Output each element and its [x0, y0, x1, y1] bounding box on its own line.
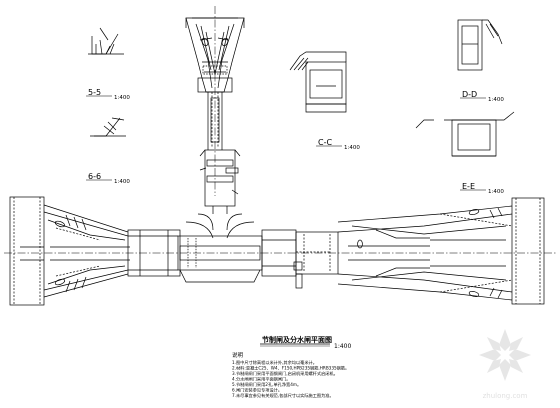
note-item: 2.材料:混凝土C25、W4、F150,HPB235钢筋,HRB335钢筋。 — [232, 365, 349, 372]
section-d-d-label: D-D — [462, 90, 477, 99]
notes-heading: 说明 — [232, 351, 244, 359]
main-gate-structure — [127, 229, 330, 289]
section-6-6-drawing — [90, 117, 126, 137]
note-item: 7.未尽事宜参见有关规范,各部尺寸以实际施工图为准。 — [232, 392, 334, 399]
note-item: 6.闸门安装参见专项设计。 — [232, 387, 282, 394]
section-6-6-scale: 1:400 — [114, 179, 130, 185]
section-c-c-drawing — [289, 51, 347, 113]
section-5-5-scale: 1:400 — [114, 95, 130, 101]
branch-gate-structure — [185, 149, 255, 239]
section-5-5-label: 5-5 — [88, 88, 101, 97]
watermark-logo: zhulong.com — [479, 329, 531, 400]
watermark-text: zhulong.com — [483, 392, 528, 400]
note-item: 5.节制闸闸门采用2孔,单孔净宽4m。 — [232, 381, 301, 388]
note-item: 3.节制闸闸门采用平面钢闸门,启闭机采用螺杆式启闭机。 — [232, 370, 338, 377]
section-labels: 5-5 1:400 6-6 1:400 C-C 1:400 D-D 1:400 … — [86, 88, 504, 195]
drawing-title-scale: 1:400 — [334, 343, 351, 350]
section-c-c-scale: 1:400 — [344, 145, 360, 151]
section-c-c-label: C-C — [318, 138, 332, 147]
section-d-d-scale: 1:400 — [488, 97, 504, 103]
drawing-title-block: 节制闸及分水闸平面图 1:400 — [260, 335, 351, 350]
section-top-right-drawing — [457, 19, 503, 71]
section-5-5-drawing — [88, 27, 124, 55]
note-item: 4.分水闸闸门采用平面钢闸门。 — [232, 376, 290, 383]
drawing-title: 节制闸及分水闸平面图 — [262, 335, 332, 344]
section-e-e-scale: 1:400 — [488, 189, 504, 195]
notes-block: 说明 1.图中尺寸除高程以米计外,其余均以毫米计。 2.材料:混凝土C25、W4… — [232, 351, 349, 399]
leader-marks — [199, 167, 239, 195]
note-item: 1.图中尺寸除高程以米计外,其余均以毫米计。 — [232, 359, 317, 366]
section-d-d-drawing — [415, 111, 515, 157]
main-channel-right-outlet — [295, 197, 545, 305]
section-6-6-label: 6-6 — [88, 172, 101, 181]
section-e-e-label: E-E — [462, 182, 475, 191]
main-channel-left-inlet — [9, 196, 130, 306]
